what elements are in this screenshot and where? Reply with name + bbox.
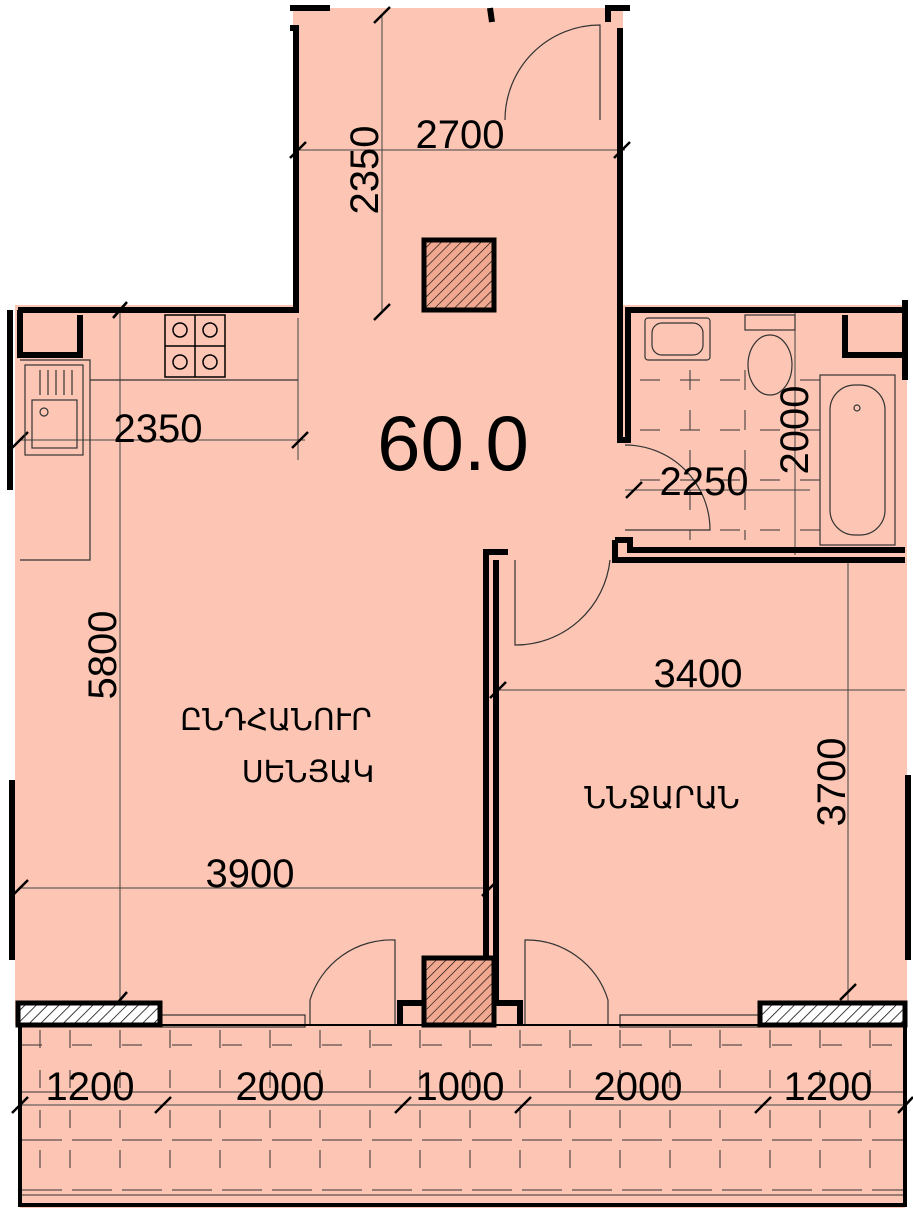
dim-kitchen-width: 2350 <box>114 407 203 451</box>
living-room-label: ԸՆԴՀԱՆՈՒՐ <box>180 703 372 738</box>
dim-balcony-3: 1000 <box>416 1065 505 1109</box>
dim-bedroom-length: 3700 <box>810 738 854 827</box>
balcony-tiles <box>22 1030 903 1196</box>
dim-corridor-length: 2350 <box>343 126 387 215</box>
dim-balcony-4: 2000 <box>594 1065 683 1109</box>
bathroom-fixtures <box>644 314 896 546</box>
bedroom-door[interactable] <box>514 559 611 646</box>
dim-living-width: 3900 <box>206 852 295 896</box>
bathroom-door[interactable] <box>624 444 711 531</box>
dim-bath-width: 2250 <box>660 460 749 504</box>
bedroom-balcony-door[interactable] <box>524 939 609 1025</box>
sink-icon <box>24 364 84 456</box>
entrance-door[interactable] <box>504 24 601 121</box>
toilet-icon <box>744 314 796 331</box>
living-balcony-door[interactable] <box>309 939 396 1025</box>
dim-corridor-width: 2700 <box>416 113 505 157</box>
dim-living-length: 5800 <box>81 611 125 700</box>
living-room-label-2: ՍԵՆՅԱԿ <box>242 755 375 790</box>
dim-bedroom-width: 3400 <box>654 652 743 696</box>
dim-balcony-5: 1200 <box>784 1065 873 1109</box>
floor-fill <box>15 8 907 1208</box>
ventilation-shaft <box>421 237 497 313</box>
bedroom-label: ՆՆՋԱՐԱՆ <box>584 781 739 816</box>
dim-bath-length: 2000 <box>773 386 817 475</box>
dimension-lines <box>20 15 905 1106</box>
dim-balcony-2: 2000 <box>236 1065 325 1109</box>
dim-balcony-1: 1200 <box>46 1065 135 1109</box>
structural-columns <box>15 237 908 1028</box>
total-area: 60.0 <box>377 399 529 487</box>
stove-icon <box>164 314 226 378</box>
kitchen-counter <box>20 359 298 561</box>
